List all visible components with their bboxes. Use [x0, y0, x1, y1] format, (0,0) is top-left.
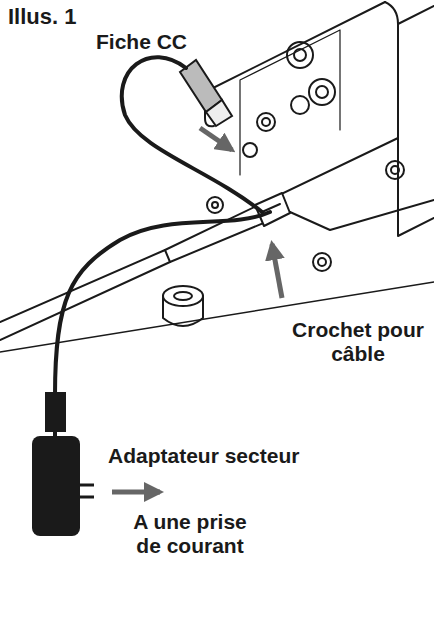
plug-label: Fiche CC	[96, 30, 187, 54]
outlet-label: A une prise de courant	[120, 510, 260, 558]
hook-label: Crochet pour câble	[290, 318, 426, 366]
adapter-label: Adaptateur secteur	[108, 444, 299, 468]
figure-title: Illus. 1	[8, 4, 76, 29]
